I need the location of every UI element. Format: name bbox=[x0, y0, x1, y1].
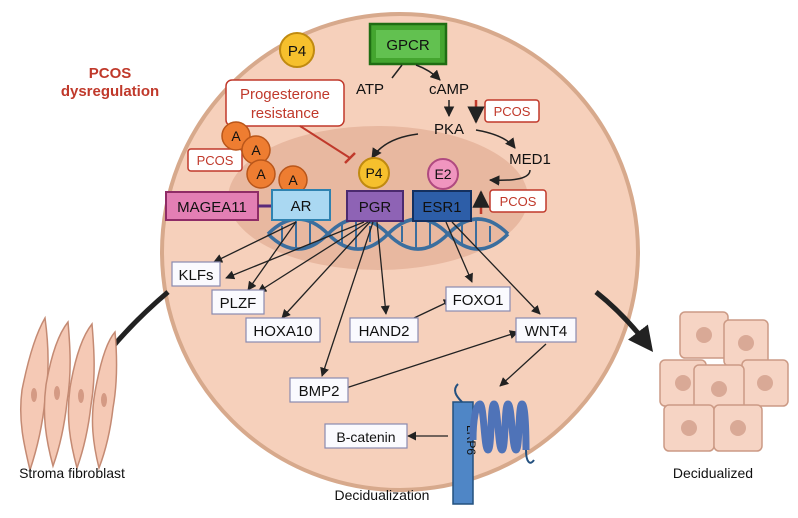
pka-label: PKA bbox=[434, 121, 464, 138]
foxo1-label: FOXO1 bbox=[453, 292, 504, 309]
plzf-label: PLZF bbox=[220, 295, 257, 312]
e2-ligand bbox=[427, 158, 459, 190]
bmp2-label: BMP2 bbox=[299, 383, 340, 400]
klfs-box bbox=[171, 261, 221, 287]
atp-label: ATP bbox=[356, 81, 384, 98]
pgr-label: PGR bbox=[359, 199, 392, 216]
lrp6-receptor bbox=[452, 401, 474, 505]
pcos-esr1-label: PCOS bbox=[500, 194, 537, 209]
androgen-a4: A bbox=[288, 172, 298, 188]
signaling-arrows bbox=[371, 64, 531, 186]
androgen-molecules bbox=[221, 121, 308, 195]
progesterone-resistance-box bbox=[225, 79, 345, 127]
wnt4-label: WNT4 bbox=[525, 323, 568, 340]
pcos-dysregulation-title: PCOS bbox=[89, 65, 132, 82]
esr1-receptor bbox=[412, 190, 472, 222]
pcos-tag-esr1 bbox=[489, 189, 547, 213]
pcos-dysregulation-subtitle: dysregulation bbox=[61, 83, 159, 100]
hand2-box bbox=[349, 317, 419, 343]
p4-nuclear-label: P4 bbox=[365, 165, 382, 181]
bcatenin-box bbox=[324, 423, 408, 449]
androgen-a3: A bbox=[256, 166, 266, 182]
plzf-box bbox=[211, 289, 265, 315]
frizzled-receptor bbox=[454, 383, 535, 464]
pcos-pka-label: PCOS bbox=[494, 104, 531, 119]
pcos-tag-pka bbox=[484, 99, 540, 123]
p4-ligand-nuclear bbox=[358, 157, 390, 189]
bcatenin-label: B-catenin bbox=[336, 429, 395, 445]
decidualized-label: Decidualized bbox=[673, 465, 753, 481]
arrow-stroma-to-cell bbox=[108, 290, 170, 352]
androgen-a2: A bbox=[251, 142, 261, 158]
pcos-tag-androgen bbox=[187, 148, 243, 172]
ar-receptor bbox=[271, 189, 331, 221]
magea11-label: MAGEA11 bbox=[177, 199, 247, 216]
e2-label: E2 bbox=[434, 166, 451, 182]
progesterone-resistance-line1: Progesterone bbox=[240, 86, 330, 103]
med1-label: MED1 bbox=[509, 151, 551, 168]
camp-label: cAMP bbox=[429, 81, 469, 98]
wnt4-box bbox=[515, 317, 577, 343]
hoxa10-box bbox=[245, 317, 321, 343]
hoxa10-label: HOXA10 bbox=[253, 323, 312, 340]
magea11-box bbox=[165, 191, 259, 221]
stroma-fibroblast-label: Stroma fibroblast bbox=[19, 465, 125, 481]
inhibition-line bbox=[299, 125, 351, 159]
foxo1-box bbox=[445, 286, 511, 312]
decidualization-label: Decidualization bbox=[335, 487, 430, 503]
bmp2-box bbox=[289, 377, 349, 403]
androgen-a1: A bbox=[231, 128, 241, 144]
target-gene-arrows bbox=[213, 221, 547, 441]
pgr-receptor bbox=[346, 190, 404, 222]
ar-label: AR bbox=[291, 198, 312, 215]
gpcr-label: GPCR bbox=[386, 37, 430, 54]
pcos-androgen-label: PCOS bbox=[197, 153, 234, 168]
hand2-label: HAND2 bbox=[359, 323, 410, 340]
p4-ligand-extracellular bbox=[279, 32, 315, 68]
esr1-label: ESR1 bbox=[422, 199, 461, 216]
progesterone-resistance-line2: resistance bbox=[251, 105, 319, 122]
klfs-label: KLFs bbox=[178, 267, 213, 284]
arrow-cell-to-decidualized bbox=[594, 290, 654, 352]
p4-extracellular-label: P4 bbox=[288, 43, 306, 60]
